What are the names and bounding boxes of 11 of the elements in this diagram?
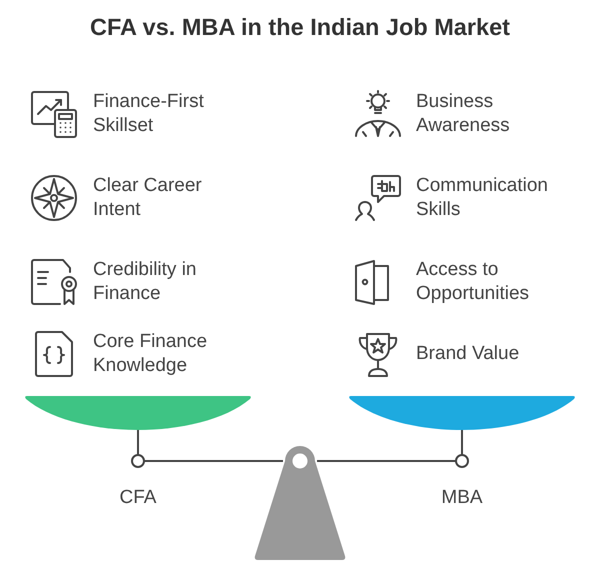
item-label: Credibility in Finance [93,258,198,306]
item-label: Core Finance Knowledge [93,330,208,378]
item-label: Brand Value [416,342,520,366]
item-label: Business Awareness [416,90,511,138]
scale-side-label: MBA [441,486,483,510]
item-label: Clear Career Intent [93,174,203,222]
scale-side-label: CFA [120,486,156,510]
item-label: Access to Opportunities [416,258,530,306]
title: CFA vs. MBA in the Indian Job Market [90,13,510,42]
item-label: Communication Skills [416,174,549,222]
item-label: Finance-First Skillset [93,90,205,138]
